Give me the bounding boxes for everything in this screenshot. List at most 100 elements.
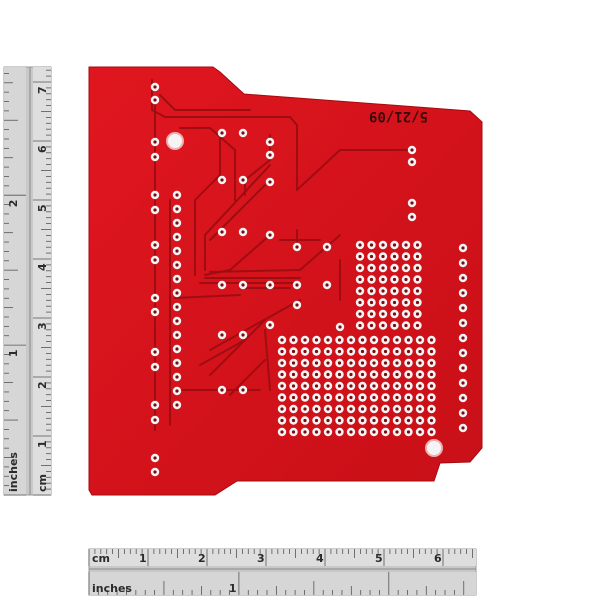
- pad-hole: [314, 372, 319, 377]
- pad-hole: [392, 277, 397, 282]
- pad-hole: [395, 338, 399, 342]
- pad-hole: [153, 208, 157, 212]
- pad-hole: [429, 372, 434, 377]
- pad-hole: [175, 207, 179, 211]
- left-cm-number: 6: [36, 145, 49, 153]
- pad-hole: [360, 338, 365, 342]
- pad-hole: [406, 338, 411, 342]
- pad-hole: [381, 254, 385, 259]
- pad-hole: [153, 140, 157, 144]
- pad-hole: [303, 384, 307, 388]
- pad-hole: [372, 349, 376, 354]
- pad-hole: [314, 407, 319, 411]
- pad-hole: [383, 407, 388, 411]
- pad-hole: [303, 349, 307, 354]
- pad-hole: [349, 361, 353, 365]
- pad-hole: [369, 323, 374, 328]
- pad-hole: [418, 430, 422, 434]
- pad-hole: [268, 323, 272, 327]
- copper-traces: [151, 79, 413, 431]
- pad-hole: [392, 312, 397, 316]
- pad-hole: [325, 245, 329, 249]
- pad-hole: [418, 407, 422, 411]
- pad-hole: [175, 277, 179, 281]
- pad-hole: [369, 254, 374, 259]
- pad-hole: [381, 266, 385, 270]
- pad-hole: [461, 246, 465, 250]
- pad-hole: [410, 215, 414, 219]
- pad-hole: [337, 407, 342, 411]
- pad-hole: [358, 277, 362, 282]
- pad-hole: [326, 430, 330, 434]
- pad-hole: [291, 430, 296, 434]
- pad-hole: [372, 361, 376, 365]
- pad-layer: [150, 82, 468, 477]
- pad-hole: [153, 350, 157, 354]
- pad-hole: [404, 243, 408, 247]
- pad-hole: [175, 319, 179, 323]
- pad-hole: [369, 312, 374, 316]
- left-cm-number: 3: [36, 322, 49, 330]
- pad-hole: [429, 384, 434, 388]
- pad-hole: [395, 372, 399, 377]
- pad-hole: [303, 430, 307, 434]
- pad-hole: [461, 381, 465, 385]
- pad-hole: [383, 395, 388, 400]
- pad-hole: [383, 361, 388, 365]
- bottom-inch-number: 1: [229, 582, 237, 595]
- pad-hole: [175, 291, 179, 295]
- pad-hole: [220, 131, 224, 135]
- pad-hole: [337, 349, 342, 354]
- pad-hole: [153, 310, 157, 314]
- pad-hole: [461, 321, 465, 325]
- pad-hole: [429, 407, 434, 411]
- pad-hole: [372, 407, 376, 411]
- pad-hole: [303, 361, 307, 365]
- pad-hole: [360, 407, 365, 411]
- pad-hole: [326, 349, 330, 354]
- bottom-cm-number: 5: [375, 552, 383, 565]
- pad-hole: [241, 131, 245, 135]
- pad-hole: [358, 266, 362, 270]
- pad-hole: [291, 372, 296, 377]
- pad-hole: [291, 395, 296, 400]
- pad-hole: [360, 384, 365, 388]
- pad-hole: [392, 323, 397, 328]
- pad-hole: [360, 361, 365, 365]
- pad-hole: [280, 384, 284, 388]
- pad-hole: [372, 395, 376, 400]
- pad-hole: [461, 291, 465, 295]
- pad-hole: [358, 289, 362, 293]
- pad-hole: [268, 180, 272, 184]
- pad-hole: [220, 178, 224, 182]
- pad-hole: [280, 361, 284, 365]
- pad-hole: [395, 349, 399, 354]
- pad-hole: [326, 418, 330, 423]
- pad-hole: [153, 403, 157, 407]
- pad-hole: [268, 153, 272, 157]
- pad-hole: [268, 233, 272, 237]
- pad-hole: [314, 430, 319, 434]
- pad-hole: [280, 372, 284, 377]
- pad-hole: [369, 300, 374, 305]
- pad-hole: [175, 235, 179, 239]
- pad-hole: [415, 266, 420, 270]
- bottom-cm-number: 4: [316, 552, 324, 565]
- pad-hole: [358, 323, 362, 328]
- board-date-marking: 5/21/09: [369, 108, 428, 124]
- pad-hole: [175, 361, 179, 365]
- pad-hole: [153, 365, 157, 369]
- pad-hole: [175, 403, 179, 407]
- pad-hole: [326, 361, 330, 365]
- pad-hole: [175, 221, 179, 225]
- pad-hole: [291, 384, 296, 388]
- left-inch-number: 2: [7, 200, 20, 208]
- pad-hole: [303, 407, 307, 411]
- pad-hole: [392, 254, 397, 259]
- pad-hole: [369, 277, 374, 282]
- pad-hole: [461, 411, 465, 415]
- pad-hole: [372, 384, 376, 388]
